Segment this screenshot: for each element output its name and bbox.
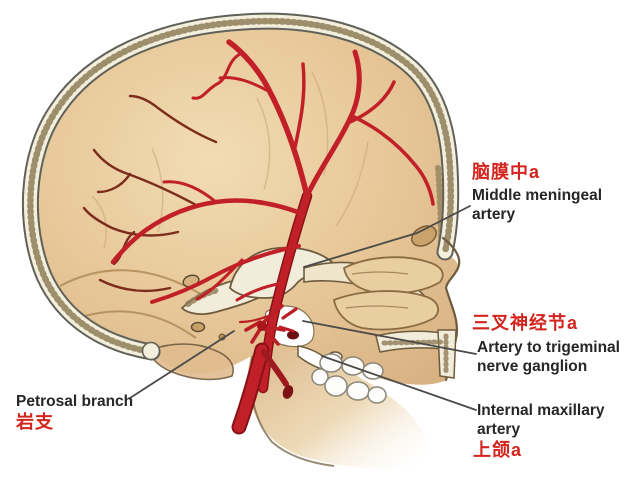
occipital-protuberance [141, 341, 161, 361]
external-carotid-artery [233, 344, 268, 433]
label-petrosal-branch: Petrosal branch 岩支 [16, 392, 133, 433]
carotid-maxillary-arteries [231, 342, 294, 435]
label-petrosal-en: Petrosal branch [16, 393, 134, 410]
label-maxillary-en-line2: artery [477, 421, 521, 438]
occipital-bone [149, 343, 234, 381]
frontal-sinus [411, 225, 437, 247]
nasal-conchae [332, 256, 444, 331]
label-middle-meningeal-artery: 脑膜中a Middle meningeal artery [472, 162, 602, 224]
teeth [311, 353, 387, 404]
label-trigeminal-en-line1: Artery to trigeminal [477, 339, 620, 356]
leader-lines [129, 205, 477, 411]
label-petrosal-cn: 岩支 [16, 412, 54, 432]
label-trigeminal-cn: 三叉神经节a [472, 313, 579, 333]
artery-stump [287, 330, 299, 340]
label-internal-maxillary-artery: Internal maxillary artery 上颌a [473, 401, 605, 461]
rim-stipple [27, 17, 454, 356]
leader-trigeminal [302, 320, 477, 355]
label-middle-meningeal-en-line2: artery [472, 206, 516, 223]
label-middle-meningeal-en-line1: Middle meningeal [472, 187, 603, 204]
maxilla-bones [375, 329, 457, 379]
internal-maxillary-artery [261, 349, 289, 387]
leader-middle-meningeal [303, 205, 471, 268]
skull-rim [21, 12, 460, 361]
trigeminal-ganglion-branches [238, 304, 298, 346]
label-middle-meningeal-cn: 脑膜中a [472, 162, 541, 182]
label-maxillary-cn: 上颌a [473, 440, 523, 460]
label-trigeminal-ganglion-artery: 三叉神经节a Artery to trigeminal nerve gangli… [472, 313, 620, 376]
petrosal-branch-vessel [238, 314, 270, 324]
leader-petrosal [129, 330, 235, 399]
label-maxillary-en-line1: Internal maxillary [477, 402, 605, 419]
foramen-lower [190, 321, 206, 333]
sulci-lines [91, 71, 369, 249]
leader-maxillary [321, 355, 477, 411]
maxillary-artery-stump [282, 385, 294, 399]
label-trigeminal-en-line2: nerve ganglion [477, 358, 588, 375]
